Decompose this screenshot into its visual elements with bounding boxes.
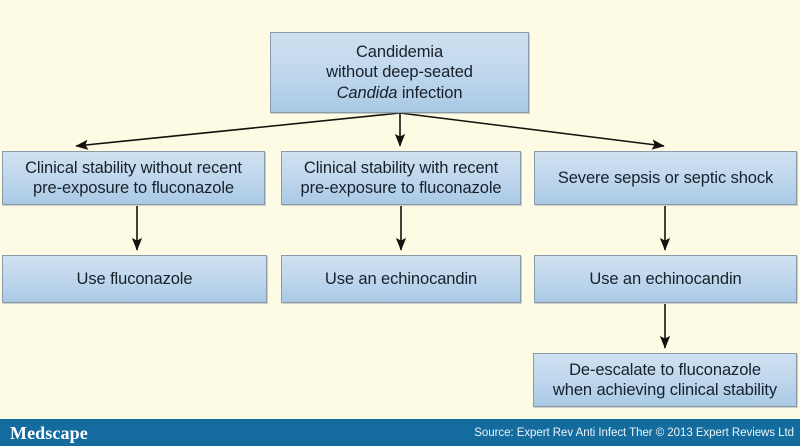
source-citation: Source: Expert Rev Anti Infect Ther © 20…	[474, 426, 794, 439]
root-line-2: without deep-seated	[326, 63, 473, 82]
node-use-echinocandin-right: Use an echinocandin	[534, 255, 797, 303]
root-line-1: Candidemia	[355, 43, 444, 62]
root-line-3-rest: infection	[397, 83, 463, 102]
node-clinical-stability-with-pre-exposure-label: Clinical stability with recent pre-expos…	[300, 158, 502, 197]
node-use-echinocandin-right-label: Use an echinocandin	[589, 269, 742, 288]
node-use-fluconazole: Use fluconazole	[2, 255, 267, 303]
node-clinical-stability-without-pre-exposure: Clinical stability without recent pre-ex…	[2, 151, 265, 205]
node-clinical-stability-with-pre-exposure: Clinical stability with recent pre-expos…	[281, 151, 521, 205]
medscape-logo[interactable]: Medscape	[10, 422, 88, 443]
node-use-fluconazole-label: Use fluconazole	[76, 269, 193, 288]
node-de-escalate-to-fluconazole-label: De-escalate to fluconazole when achievin…	[552, 360, 778, 399]
footer-bar: Medscape Source: Expert Rev Anti Infect …	[0, 419, 800, 446]
node-clinical-stability-without-pre-exposure-label: Clinical stability without recent pre-ex…	[25, 158, 242, 197]
node-use-echinocandin-middle: Use an echinocandin	[281, 255, 521, 303]
node-use-echinocandin-middle-label: Use an echinocandin	[324, 269, 478, 288]
root-line-3-italic: Candida	[336, 83, 398, 102]
node-severe-sepsis-or-septic-shock-label: Severe sepsis or septic shock	[557, 168, 774, 187]
edge-root-to-stable-no	[75, 112, 401, 150]
edge-root-to-sepsis	[399, 112, 665, 150]
node-severe-sepsis-or-septic-shock: Severe sepsis or septic shock	[534, 151, 797, 205]
node-de-escalate-to-fluconazole: De-escalate to fluconazole when achievin…	[533, 353, 797, 407]
